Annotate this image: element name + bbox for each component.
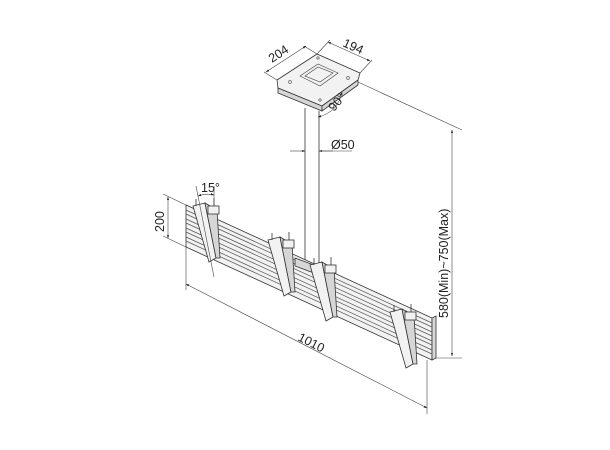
plate-depth-label: 194 <box>341 36 366 57</box>
bracket-tilt-label: 15° <box>201 181 220 195</box>
rail-length-label: 1010 <box>296 330 327 355</box>
dim-pole-diameter: Ø50 <box>290 138 355 153</box>
pole-diameter-label: Ø50 <box>331 138 355 152</box>
dim-bracket-tilt: 15° <box>195 181 220 278</box>
tilt-bracket-1 <box>192 198 221 263</box>
rail-height-label: 200 <box>153 211 167 232</box>
tilt-bracket-2 <box>267 232 296 297</box>
pole <box>304 108 320 266</box>
dim-rail-height: 200 <box>153 193 187 248</box>
ceiling-plate <box>276 53 361 112</box>
drop-height-label: 580(Min)~750(Max) <box>437 209 451 318</box>
plate-width-label: 204 <box>266 42 291 65</box>
dim-drop-height: 580(Min)~750(Max) <box>436 129 462 359</box>
